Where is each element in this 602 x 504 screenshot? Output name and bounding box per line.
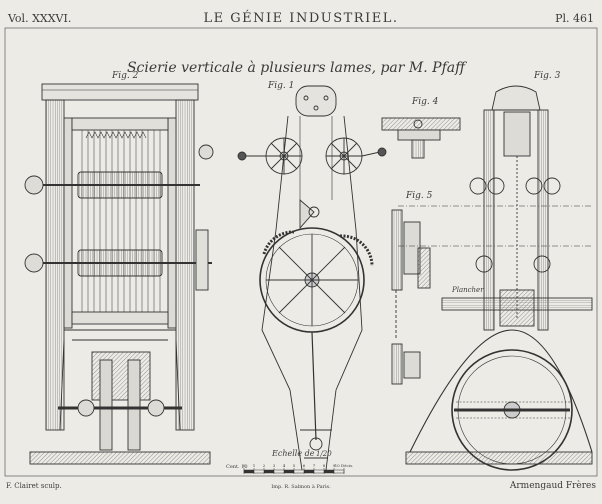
scale-segment [264, 470, 274, 473]
scale-segment [244, 470, 254, 473]
fig2-label: Fig. 2 [111, 71, 139, 81]
fig1-side-elevation [237, 85, 387, 471]
fig4-label: Fig. 4 [411, 97, 439, 107]
fig3-label: Fig. 3 [533, 71, 561, 81]
engraver-credit: F. Clairet sculp. [6, 482, 62, 490]
fig4-detail [381, 117, 461, 159]
scale-left-label: Cent. 10 [226, 464, 248, 470]
scale-tick-label: 1 [253, 463, 256, 468]
scale-tick-label: 2 [263, 463, 266, 468]
plancher-label: Plancher [451, 286, 484, 294]
scale-tick-label: 3 [273, 463, 276, 468]
scale-tick-label: 4 [283, 463, 286, 468]
scale-tick-label: 6 [303, 463, 306, 468]
scale-tick-label: 8 [323, 463, 326, 468]
journal-title: LE GÉNIE INDUSTRIEL. [204, 10, 399, 26]
scale-segment [324, 470, 334, 473]
plate-border [4, 27, 598, 477]
scale-segment [304, 470, 314, 473]
scale-tick-label: 7 [313, 463, 316, 468]
scale-tick-label: 0 [243, 463, 246, 468]
publisher-credit: Armengaud Frères [509, 480, 597, 491]
scale-tick-label: 9 [333, 463, 336, 468]
scale-title: Echelle de [271, 449, 315, 458]
fig5-label: Fig. 5 [405, 191, 433, 201]
volume-label: Vol. XXXVI. [7, 12, 71, 25]
fig1-label: Fig. 1 [267, 81, 294, 91]
fig2-front-elevation [24, 83, 214, 465]
scale-tick-label: 5 [293, 463, 296, 468]
scale-tick-label: 10 Décis. [335, 463, 354, 468]
printer-credit: Imp. R. Salmon à Paris. [271, 483, 331, 490]
scale-fraction: 1/20 [316, 450, 332, 458]
scale-segment [284, 470, 294, 473]
fig3-section [398, 85, 593, 471]
plate-title: Scierie verticale à plusieurs lames, par… [127, 60, 467, 76]
fig5-detail [391, 209, 431, 385]
plate-number: Pl. 461 [555, 12, 594, 25]
